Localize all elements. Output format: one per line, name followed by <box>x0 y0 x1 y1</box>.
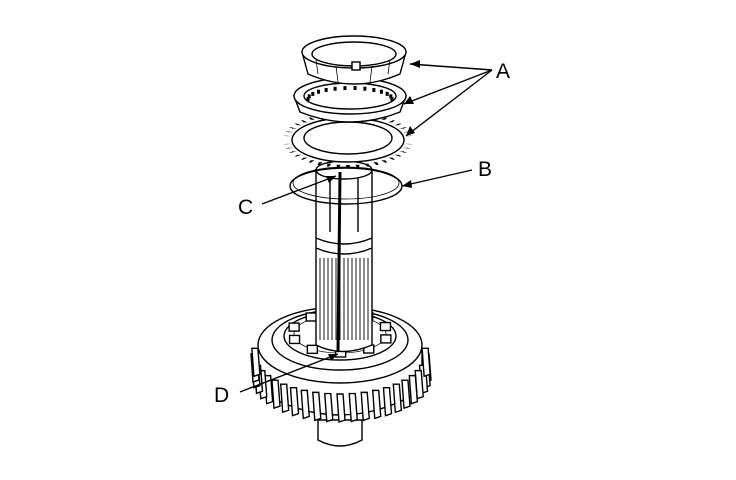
leader-d <box>239 353 339 393</box>
synchro-rings <box>282 35 414 205</box>
alignment-mark-line <box>336 171 342 353</box>
blocker-ring-key <box>351 61 361 71</box>
arrow-d <box>328 354 338 361</box>
leader-b <box>401 169 473 187</box>
synchro-ring-teeth <box>282 112 414 168</box>
arrow-c <box>326 176 336 183</box>
label-c: C <box>238 196 253 219</box>
gear-teeth <box>250 347 432 423</box>
leader-a-1 <box>409 63 493 71</box>
shaft-collar-bottom <box>315 247 373 255</box>
synchro-ring-body <box>291 117 405 163</box>
label-a: A <box>496 60 510 83</box>
leader-c <box>261 175 337 205</box>
blocker-ring-slots <box>315 59 391 83</box>
cone-ring-inner-teeth <box>306 86 394 101</box>
labels: A B C D <box>214 60 510 407</box>
arrow-b <box>402 180 412 188</box>
shaft <box>315 160 373 353</box>
leader-a-3 <box>405 69 493 137</box>
leader-a-2 <box>403 69 493 105</box>
arrow-a-1 <box>410 60 420 68</box>
label-d: D <box>214 384 229 407</box>
arrow-a-3 <box>406 126 415 136</box>
leader-lines <box>239 60 493 393</box>
snap-ring-b-inner <box>292 166 400 200</box>
label-b: B <box>478 158 492 181</box>
shaft-collar-top <box>315 237 373 245</box>
lower-shaft-stub <box>317 419 363 447</box>
arrow-a-2 <box>404 96 414 104</box>
